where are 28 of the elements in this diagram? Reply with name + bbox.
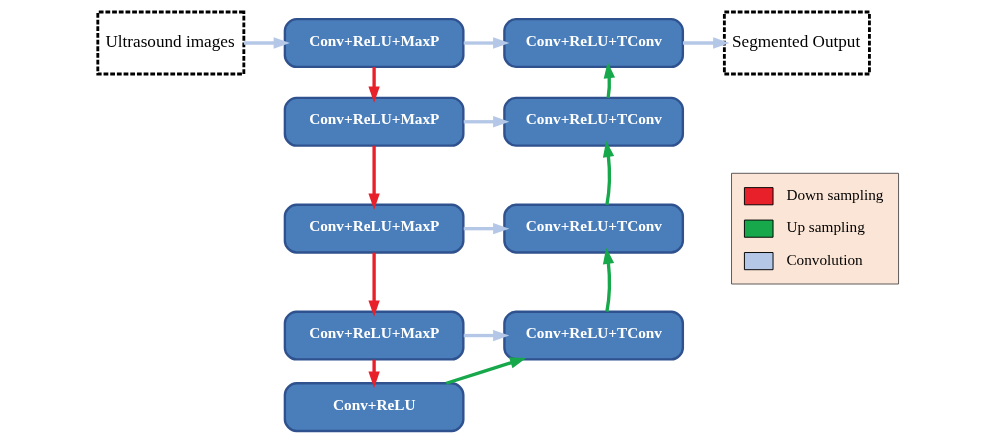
arrow [367, 67, 380, 103]
arrow [367, 359, 380, 388]
legend-label: Convolution [785, 250, 863, 268]
node-box: Conv+ReLU [283, 382, 465, 433]
legend-label: Up sampling [785, 218, 865, 236]
arrow [463, 329, 509, 342]
node-box: Conv+ReLU+MaxP [283, 17, 465, 69]
node-box: Conv+ReLU+MaxP [283, 96, 465, 147]
arrow [463, 37, 509, 49]
arrow [463, 116, 509, 128]
arrow [445, 357, 526, 385]
arrow [367, 252, 380, 317]
legend-label: Down sampling [785, 185, 884, 203]
arrow [463, 222, 509, 235]
arrow [367, 145, 380, 210]
node-box: Conv+ReLU+TConv [502, 203, 684, 254]
node-box: Conv+ReLU+TConv [502, 17, 684, 69]
node-box: Conv+ReLU+TConv [502, 96, 684, 147]
node-box: Segmented Output [722, 10, 871, 76]
arrow [602, 247, 614, 312]
node-box: Conv+ReLU+TConv [502, 310, 684, 361]
arrow [602, 140, 614, 205]
arrow [682, 37, 729, 49]
node-box: Conv+ReLU+MaxP [283, 310, 465, 361]
arrow [603, 62, 615, 98]
node-box: Conv+ReLU+MaxP [283, 203, 465, 254]
node-box: Ultrasound images [95, 10, 245, 76]
arrow [243, 37, 290, 49]
